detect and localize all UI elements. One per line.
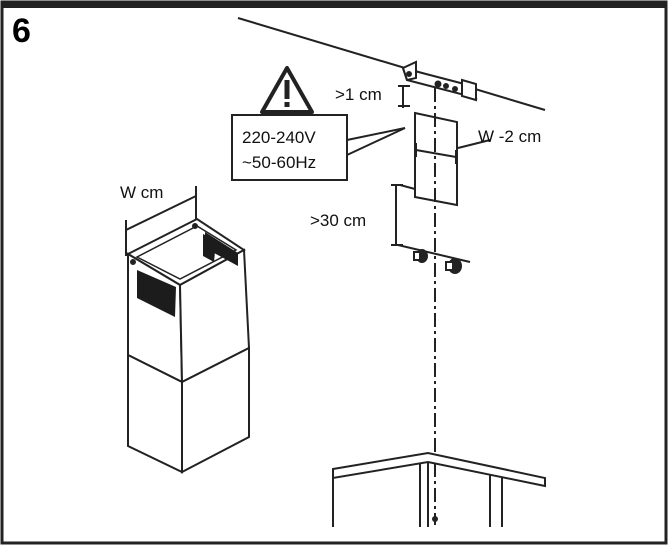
center-mark — [432, 516, 438, 522]
warning-triangle-icon — [260, 66, 314, 114]
min-gap-dimension — [391, 184, 416, 246]
bracket-width-dimension — [415, 139, 491, 164]
min-gap-label: >30 cm — [310, 211, 366, 230]
warning-voltage-text: 220-240V — [242, 128, 316, 147]
bracket-width-label: W -2 cm — [478, 127, 541, 146]
warning-voltage-box — [231, 114, 406, 181]
ceiling-line — [237, 17, 546, 111]
wall-anchors — [397, 244, 471, 274]
ceiling-bracket — [401, 60, 478, 102]
top-gap-label: >1 cm — [335, 85, 382, 104]
hood-body — [332, 451, 546, 527]
step-number: 6 — [12, 12, 31, 50]
chimney-width-label: W cm — [120, 183, 163, 202]
warning-frequency-text: ~50-60Hz — [242, 153, 316, 172]
chimney-width-dimension — [125, 186, 197, 256]
top-gap-dimension — [398, 85, 410, 108]
chimney-cover — [125, 217, 251, 474]
